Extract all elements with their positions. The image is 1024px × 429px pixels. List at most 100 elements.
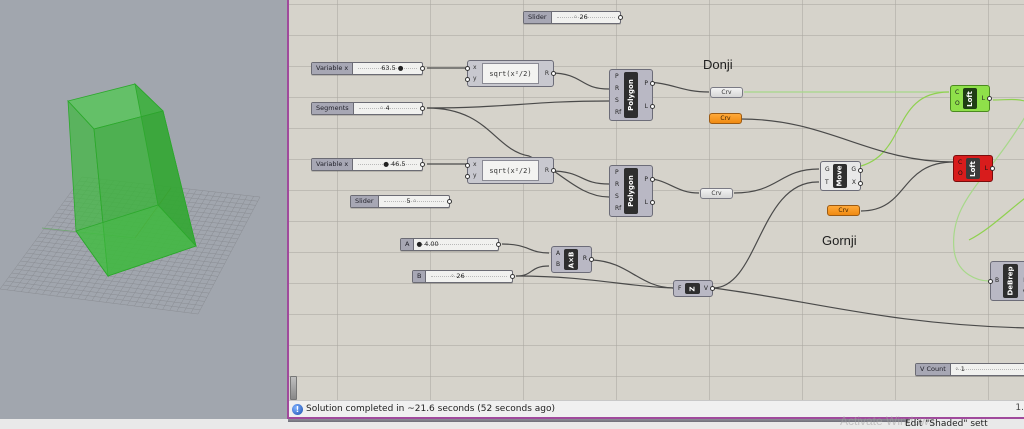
output-grip[interactable] — [650, 81, 655, 86]
output-grip[interactable] — [420, 162, 425, 167]
output-grip[interactable] — [589, 257, 594, 262]
slider-variable-x-1[interactable]: Variable x 63.5 ● — [311, 62, 425, 75]
output-grip[interactable] — [858, 168, 863, 173]
multiply-component[interactable]: A B A×B R — [551, 246, 594, 273]
output-grip[interactable] — [650, 104, 655, 109]
polygon-component-1[interactable]: P R S Rf Polygon P L — [609, 69, 655, 121]
slider-variable-x-2[interactable]: Variable x ● 46.5 — [311, 158, 425, 171]
slider-label: A — [401, 239, 415, 250]
output-label: L — [644, 103, 648, 110]
component-nickname: Loft — [963, 88, 977, 109]
slider-a[interactable]: A ● 4.00 — [400, 238, 501, 251]
curve-param-orange-2[interactable]: Crv — [827, 205, 860, 216]
slider-label: Variable x — [312, 159, 354, 170]
output-grip[interactable] — [447, 199, 452, 204]
slider-label: Slider — [351, 196, 379, 207]
slider-v-count[interactable]: V Count ◦ 1 — [915, 363, 1024, 376]
wire — [549, 170, 610, 185]
output-grip[interactable] — [650, 177, 655, 182]
input-grip-y[interactable] — [465, 77, 470, 82]
slider-track[interactable]: 5 ◦ — [379, 196, 449, 207]
output-grip[interactable] — [858, 181, 863, 186]
grid-line — [197, 196, 261, 315]
input-label: F — [678, 285, 682, 292]
input-grip-x[interactable] — [465, 163, 470, 168]
grid-line — [162, 193, 229, 310]
group-label-gornji: Gornji — [822, 233, 857, 248]
status-right-text: 1. — [1015, 403, 1024, 413]
input-grip-x[interactable] — [465, 66, 470, 71]
curve-param-1[interactable]: Crv — [710, 87, 743, 98]
expression-formula[interactable]: sqrt(x²/2) — [482, 160, 539, 181]
output-grip[interactable] — [496, 242, 501, 247]
output-label: L — [984, 165, 988, 172]
slider-track[interactable]: ◦ 26 — [552, 12, 620, 23]
grasshopper-canvas[interactable]: Donji Gornji Slider ◦ 26 Variable x 63.5… — [289, 0, 1024, 400]
expression-formula[interactable]: sqrt(x²/2) — [482, 63, 539, 84]
wire — [501, 243, 550, 254]
slider-track[interactable]: ◦ 4 — [354, 103, 422, 114]
progress-strip — [288, 419, 908, 422]
move-component[interactable]: G T Move G X — [820, 161, 863, 191]
slider-label: Slider — [524, 12, 552, 23]
polygon-component-2[interactable]: P R S Rf Polygon P L — [609, 165, 655, 217]
slider-label: Segments — [312, 103, 354, 114]
output-grip[interactable] — [618, 15, 623, 20]
rhino-viewport[interactable] — [0, 0, 287, 426]
output-grip[interactable] — [551, 168, 556, 173]
slider-segments[interactable]: Segments ◦ 4 — [311, 102, 425, 115]
grid-line — [183, 195, 248, 313]
input-grip[interactable] — [988, 279, 993, 284]
debrep-component[interactable]: B DeBrep F E V — [988, 261, 1024, 301]
output-grip[interactable] — [650, 200, 655, 205]
output-grip[interactable] — [710, 286, 715, 291]
grasshopper-window: Donji Gornji Slider ◦ 26 Variable x 63.5… — [287, 0, 1024, 419]
wire-selected — [968, 198, 1024, 241]
slider-track[interactable]: 63.5 ● — [353, 63, 422, 74]
expression-component-1[interactable]: x y sqrt(x²/2) R — [465, 60, 556, 87]
output-grip[interactable] — [420, 106, 425, 111]
info-icon[interactable]: ! — [292, 403, 303, 415]
slider-track[interactable]: ● 46.5 — [353, 159, 422, 170]
slider-mid[interactable]: Slider 5 ◦ — [350, 195, 452, 208]
loft-component-green[interactable]: C O Loft L — [950, 85, 992, 112]
wire-selected — [992, 98, 1024, 102]
output-grip[interactable] — [990, 166, 995, 171]
rhino-command-bar — [0, 419, 1024, 429]
scrollbar-thumb[interactable] — [290, 376, 297, 400]
output-grip[interactable] — [420, 66, 425, 71]
output-grip[interactable] — [510, 274, 515, 279]
slider-track[interactable]: ◦ 26 — [426, 271, 512, 282]
slider-b[interactable]: B ◦ 26 — [412, 270, 515, 283]
slider-label: B — [413, 271, 427, 282]
input-label: S — [615, 97, 619, 104]
slider-label: Variable x — [312, 63, 354, 74]
slider-track[interactable]: ◦ 1 — [951, 364, 1024, 375]
rhino-command-prompt[interactable]: Edit "Shaded" sett — [905, 419, 988, 429]
input-label-y: y — [473, 172, 477, 179]
unit-z-component[interactable]: F Z V — [673, 280, 715, 297]
wire-selected — [851, 91, 950, 169]
loft-shape — [67, 82, 197, 278]
component-nickname: Polygon — [624, 168, 638, 214]
wire — [733, 168, 820, 194]
wire — [549, 72, 610, 90]
input-label: B — [995, 277, 1000, 284]
output-label: G — [851, 166, 856, 173]
loft-component-red[interactable]: C O Loft L — [953, 155, 995, 182]
input-grip-y[interactable] — [465, 174, 470, 179]
curve-param-orange-1[interactable]: Crv — [709, 113, 742, 124]
slider-track[interactable]: ● 4.00 — [414, 239, 498, 250]
output-grip[interactable] — [987, 96, 992, 101]
component-nickname: Z — [685, 283, 700, 294]
expression-component-2[interactable]: x y sqrt(x²/2) R — [465, 157, 556, 184]
slider-value: ◦ 1 — [954, 365, 965, 373]
wire — [426, 100, 610, 109]
output-grip[interactable] — [551, 71, 556, 76]
output-label: V — [1023, 289, 1024, 296]
input-label-x: x — [473, 64, 477, 71]
wire — [740, 118, 955, 163]
curve-param-2[interactable]: Crv — [700, 188, 733, 199]
slider-top[interactable]: Slider ◦ 26 — [523, 11, 623, 24]
